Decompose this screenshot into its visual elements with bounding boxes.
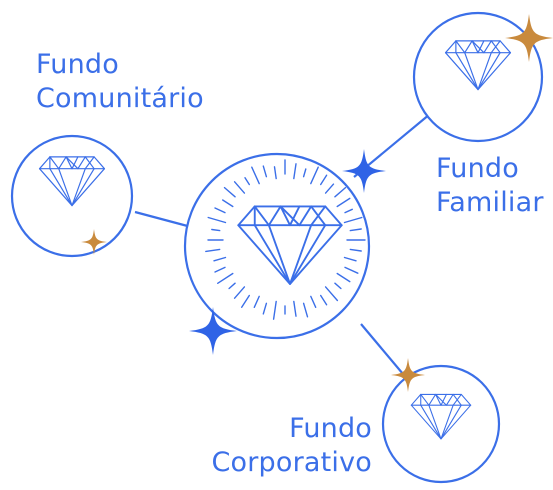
ray-line	[324, 286, 339, 302]
label-line: Fundo	[36, 49, 119, 80]
ray-line	[310, 295, 317, 308]
label-fundo-comunitario: Fundo Comunitário	[36, 48, 204, 116]
ray-line	[324, 183, 335, 194]
label-fundo-corporativo: Fundo Corporativo	[211, 412, 372, 480]
ray-line	[223, 186, 236, 198]
ray-line	[221, 199, 234, 208]
ray-line	[262, 165, 268, 178]
ray-line	[273, 166, 277, 180]
ray-line	[343, 216, 363, 224]
label-line: Corporativo	[211, 447, 372, 478]
ray-line	[233, 181, 246, 194]
fundo-comunitario-node	[10, 134, 134, 258]
ray-line	[344, 266, 359, 274]
fundo-familiar-node	[412, 11, 544, 143]
ray-line	[214, 266, 226, 273]
ray-line	[244, 176, 251, 186]
ray-line	[302, 168, 307, 178]
ray-line	[293, 163, 297, 180]
ray-line	[240, 294, 251, 308]
ray-line	[349, 248, 362, 252]
ray-line	[293, 300, 297, 317]
ray-line	[320, 294, 328, 306]
ray-line	[272, 300, 277, 320]
ray-line	[205, 248, 221, 253]
label-line: Fundo	[436, 153, 519, 184]
label-fundo-familiar: Fundo Familiar	[436, 152, 544, 220]
ray-line	[334, 186, 347, 198]
ray-line	[207, 216, 227, 224]
ray-line	[262, 302, 268, 315]
ray-line	[334, 282, 342, 290]
label-line: Fundo	[289, 413, 372, 444]
ray-line	[320, 174, 328, 186]
ray-line	[343, 256, 357, 262]
ray-line	[349, 228, 362, 232]
ray-line	[344, 208, 353, 214]
label-line: Familiar	[436, 187, 544, 218]
ray-line	[336, 197, 351, 208]
ray-line	[228, 282, 236, 290]
ray-line	[251, 166, 260, 185]
fundo-corporativo-node	[381, 364, 501, 484]
ray-line	[213, 256, 227, 262]
connector-corporativo	[360, 323, 404, 375]
radiating-lines	[205, 159, 366, 320]
central-hub-circle	[183, 152, 371, 340]
ray-line	[233, 286, 246, 299]
label-line: Comunitário	[36, 83, 204, 114]
ray-line	[336, 272, 351, 283]
ray-line	[310, 166, 319, 185]
ray-line	[214, 207, 226, 214]
ray-line	[253, 295, 260, 308]
ray-line	[216, 272, 234, 284]
ray-line	[302, 302, 309, 318]
connector-comunitario	[134, 210, 196, 230]
ray-line	[211, 228, 221, 232]
